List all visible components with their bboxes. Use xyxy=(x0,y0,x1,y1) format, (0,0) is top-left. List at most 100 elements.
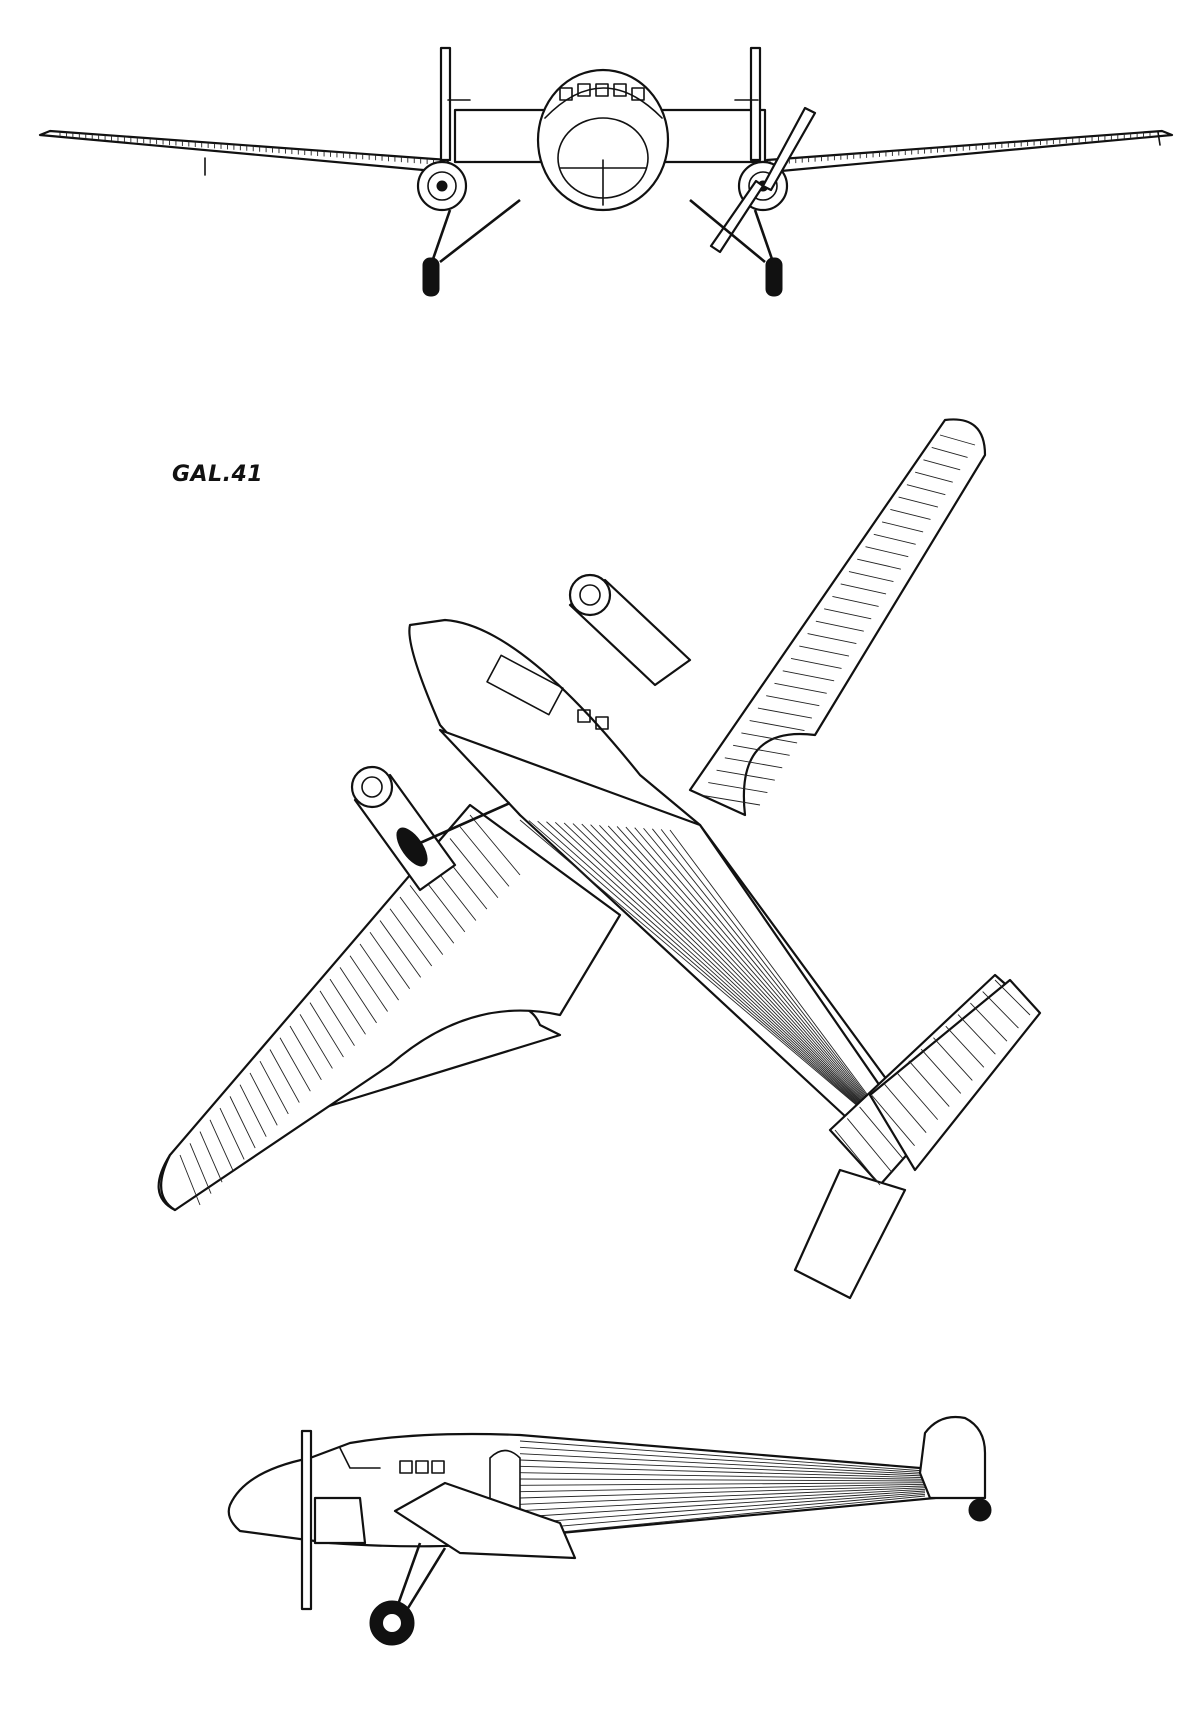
rib-line xyxy=(379,920,422,978)
rib-line xyxy=(824,608,872,620)
rib-line xyxy=(279,1037,311,1092)
rib-line xyxy=(782,670,835,682)
rib-line xyxy=(519,1465,926,1479)
rib-line xyxy=(519,1485,926,1499)
plan-left-wing xyxy=(157,803,622,1212)
rib-line xyxy=(590,824,886,1126)
rib-line xyxy=(399,896,444,955)
rib-line xyxy=(716,769,775,781)
rib-line xyxy=(699,794,761,806)
plan-engine-right xyxy=(568,573,692,687)
front-left-wing xyxy=(38,129,450,176)
rib-line xyxy=(741,732,798,744)
rib-line xyxy=(652,828,890,1126)
rib-line xyxy=(931,446,968,458)
rib-line xyxy=(669,829,891,1126)
rib-line xyxy=(299,1014,333,1069)
rib-line xyxy=(890,509,931,520)
rib-line xyxy=(840,583,887,595)
plan-engine-left xyxy=(350,765,511,892)
rib-line xyxy=(881,521,924,533)
side-view xyxy=(227,1415,992,1646)
side-wing-and-engine xyxy=(300,1429,577,1611)
rib-line xyxy=(920,1048,962,1094)
rib-line xyxy=(359,943,399,1001)
rib-line xyxy=(189,1143,212,1194)
rib-line xyxy=(339,967,377,1024)
rib-line xyxy=(766,695,820,707)
rib-line xyxy=(970,1002,1008,1042)
rib-line xyxy=(519,1493,926,1531)
rib-line xyxy=(834,1129,881,1186)
rib-line xyxy=(519,1446,926,1474)
rib-line xyxy=(554,822,883,1126)
rib-line xyxy=(774,682,827,694)
rib-line xyxy=(199,1131,223,1183)
rib-line xyxy=(832,595,879,607)
rib-line xyxy=(249,1072,278,1126)
rib-line xyxy=(209,1119,234,1172)
rib-line xyxy=(908,1060,950,1107)
rib-line xyxy=(660,829,890,1126)
rib-line xyxy=(957,1014,996,1055)
rib-line xyxy=(923,459,961,471)
rib-line xyxy=(239,1084,267,1137)
plan-right-wing xyxy=(688,418,987,817)
rib-line xyxy=(871,1095,915,1147)
rib-line xyxy=(994,979,1031,1016)
front-left-engine xyxy=(416,160,468,212)
rib-line xyxy=(898,496,939,508)
rib-line xyxy=(519,1488,926,1512)
rib-line xyxy=(179,1154,201,1206)
rib-line xyxy=(634,827,888,1126)
rib-line xyxy=(846,1118,892,1173)
rib-line xyxy=(915,471,953,483)
plan-view xyxy=(157,418,1042,1300)
rib-line xyxy=(459,826,510,887)
front-undercarriage xyxy=(422,198,783,297)
rib-line xyxy=(449,838,499,899)
rib-line xyxy=(906,484,946,496)
rib-line xyxy=(519,1440,926,1472)
rib-line xyxy=(319,990,355,1046)
rib-line xyxy=(259,1060,289,1115)
rib-line xyxy=(409,885,455,944)
rib-line xyxy=(857,558,901,570)
rib-line xyxy=(329,978,366,1035)
rib-line xyxy=(939,434,976,446)
rib-line xyxy=(229,1096,256,1149)
rib-line xyxy=(289,1025,322,1081)
rib-line xyxy=(757,707,812,719)
rib-line xyxy=(519,1453,926,1475)
rib-line xyxy=(933,1037,973,1081)
rib-line xyxy=(519,1459,926,1477)
front-fuselage xyxy=(536,68,670,212)
rib-line xyxy=(519,1490,926,1518)
rib-line xyxy=(724,757,783,769)
rib-line xyxy=(309,1002,344,1058)
rib-line xyxy=(733,744,790,756)
plan-fuselage xyxy=(408,618,922,1132)
aircraft-designation-label: GAL.41 xyxy=(172,462,264,487)
rib-line xyxy=(848,571,894,582)
rib-line xyxy=(799,645,850,657)
rib-line xyxy=(643,827,889,1126)
plan-tailplane xyxy=(793,973,1042,1300)
rib-line xyxy=(519,1487,926,1505)
rib-line xyxy=(369,931,411,990)
rib-line xyxy=(865,546,909,558)
rib-line xyxy=(349,955,388,1012)
rib-line xyxy=(581,823,885,1126)
rib-line xyxy=(519,1472,926,1480)
rib-line xyxy=(528,820,881,1126)
rib-line xyxy=(616,826,887,1126)
rib-line xyxy=(537,820,882,1126)
rib-line xyxy=(625,826,888,1126)
rib-line xyxy=(749,720,805,731)
rib-line xyxy=(563,822,884,1126)
rib-line xyxy=(945,1025,985,1068)
rib-line xyxy=(519,1478,926,1482)
rib-line xyxy=(519,1495,926,1537)
rib-line xyxy=(389,908,433,967)
